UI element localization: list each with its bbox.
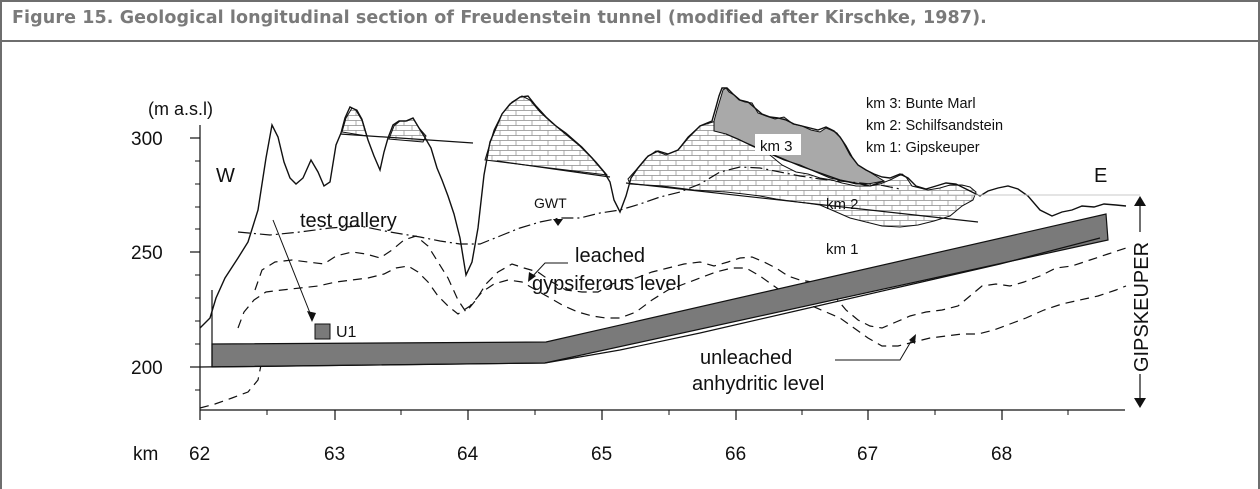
x-tick-64: 64 [457, 444, 479, 465]
caption-divider [2, 40, 1260, 42]
km1-unit-label: km 1 [826, 241, 859, 258]
test-gallery-label: test gallery [300, 210, 397, 232]
y-axis: (m a.s.l) 300 250 200 [131, 99, 213, 410]
gipskeuper-label: GIPSKEUPER [1131, 242, 1153, 372]
x-tick-68: 68 [991, 444, 1012, 465]
y-unit-label: (m a.s.l) [148, 99, 213, 119]
x-tick-62: 62 [189, 444, 210, 465]
ground-surface-line [199, 87, 1127, 329]
km2-km1-boundary-west [339, 133, 474, 144]
unleached-label-line1: unleached [700, 347, 792, 369]
leached-label-line1: leached [575, 245, 645, 267]
x-tick-66: 66 [725, 444, 746, 465]
unleached-leader [835, 337, 914, 361]
gwt-marker-icon [553, 219, 563, 226]
x-tick-63: 63 [324, 444, 345, 465]
unleached-label-line2: anhydritic level [692, 373, 824, 395]
legend-km2: km 2: Schilfsandstein [866, 118, 1003, 134]
test-gallery-u1-box [314, 323, 331, 340]
y-tick-300: 300 [131, 129, 163, 150]
tunnel-portal-line [199, 237, 1101, 368]
y-tick-200: 200 [131, 358, 163, 379]
x-tick-67: 67 [857, 444, 878, 465]
km3-unit-label: km 3 [760, 138, 793, 155]
leached-label-line2: gypsiferous level [532, 273, 681, 295]
gipskeuper-label-background [1128, 232, 1154, 374]
gwt-label: GWT [534, 195, 567, 211]
figure-caption: Figure 15. Geological longitudinal secti… [12, 8, 987, 28]
leached-arrow-icon [528, 272, 536, 282]
km2-unit-label: km 2 [826, 196, 859, 213]
deep-dashed-line [199, 347, 267, 409]
west-label: W [216, 165, 235, 187]
x-axis-prefix: km [133, 444, 158, 465]
km3-km2-boundary [725, 133, 885, 187]
x-tick-65: 65 [591, 444, 612, 465]
km2-schilfsandstein-unit [341, 95, 977, 228]
y-tick-250: 250 [131, 243, 163, 264]
leached-leader [530, 262, 568, 279]
test-gallery-leader [272, 219, 313, 319]
km3-label-background [755, 134, 801, 155]
u1-label: U1 [336, 324, 357, 341]
legend-km3: km 3: Bunte Marl [866, 96, 976, 112]
unleached-arrow-icon [909, 334, 916, 344]
x-axis: km 62 63 64 65 66 67 68 [133, 409, 1125, 465]
test-gallery-arrow-icon [307, 311, 316, 322]
groundwater-table-line [237, 166, 901, 245]
km2-km1-boundary-middle [496, 160, 611, 178]
legend-km1: km 1: Gipskeuper [866, 140, 980, 156]
east-label: E [1094, 165, 1107, 187]
leaching-boundary-lines [237, 235, 1127, 347]
